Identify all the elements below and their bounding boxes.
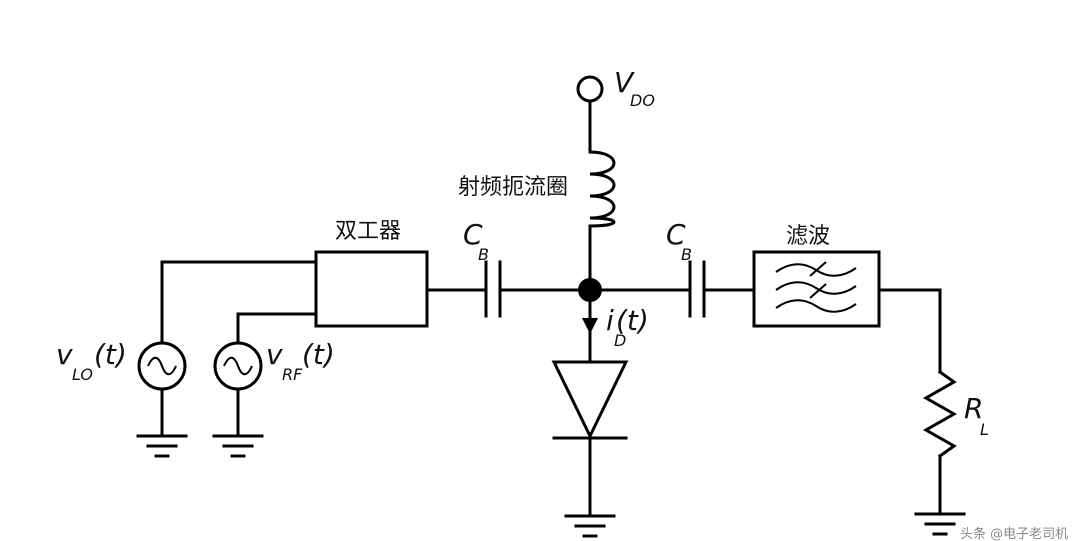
ground-symbol-lo bbox=[136, 434, 188, 458]
ground-symbol-load bbox=[914, 512, 966, 536]
vrf-label: v bbox=[266, 338, 283, 371]
filter-wave-bottom bbox=[775, 299, 857, 313]
id-arg: (t) bbox=[616, 304, 649, 337]
vlo-label: v bbox=[56, 338, 73, 371]
vlo-arg: (t) bbox=[94, 338, 127, 371]
rf-choke-inductor bbox=[588, 150, 616, 228]
rf-choke-label: 射频扼流圈 bbox=[458, 175, 568, 200]
rl-subscript: L bbox=[980, 420, 989, 439]
vdo-terminal bbox=[576, 75, 604, 103]
diode-triangle bbox=[551, 360, 629, 440]
vdo-subscript: DO bbox=[630, 91, 655, 110]
filter-slash-top bbox=[809, 261, 827, 277]
filter-label: 滤波 bbox=[786, 224, 830, 249]
filter-slash-mid bbox=[809, 283, 827, 299]
vrf-subscript: RF bbox=[282, 365, 303, 384]
diplexer-block bbox=[314, 250, 429, 328]
ground-symbol-diode bbox=[564, 514, 616, 538]
load-resistor bbox=[922, 369, 958, 459]
watermark: 头条 @电子老司机 bbox=[960, 526, 1068, 541]
vlo-subscript: LO bbox=[72, 365, 93, 384]
diplexer-label: 双工器 bbox=[335, 219, 401, 244]
wire-diplexer-to-lo bbox=[160, 260, 318, 345]
cb1-subscript: B bbox=[478, 245, 489, 264]
vrf-arg: (t) bbox=[302, 338, 335, 371]
cb2-subscript: B bbox=[681, 245, 692, 264]
cb1-label: C bbox=[463, 218, 483, 251]
current-arrow bbox=[582, 318, 598, 334]
ground-symbol-rf bbox=[212, 434, 264, 458]
rf-source-sine bbox=[223, 356, 253, 376]
cb2-label: C bbox=[666, 218, 686, 251]
vdo-label: V bbox=[614, 66, 635, 99]
id-subscript: D bbox=[614, 331, 626, 350]
wire-diplexer-to-rf bbox=[236, 312, 318, 345]
filter-wave-mid bbox=[775, 281, 857, 295]
rl-label: R bbox=[964, 392, 983, 425]
lo-source-sine bbox=[147, 356, 177, 376]
id-label: i bbox=[606, 304, 614, 337]
